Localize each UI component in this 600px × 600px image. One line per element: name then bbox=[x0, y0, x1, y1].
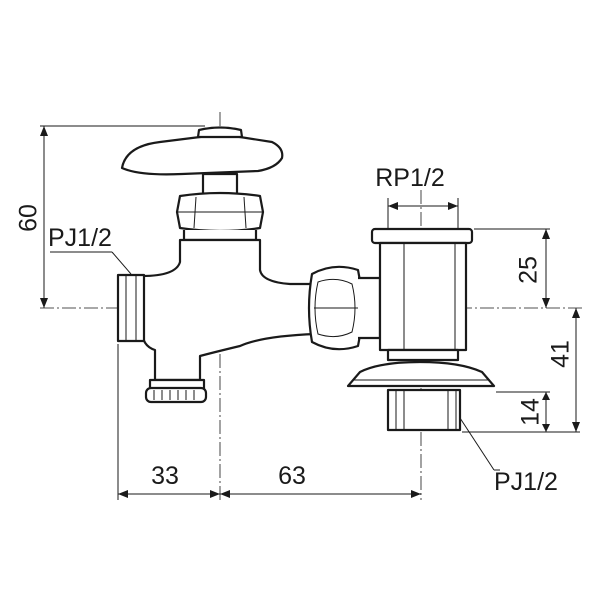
outlet-body bbox=[346, 227, 496, 432]
dim-axis-to-bottom-label: 41 bbox=[547, 340, 575, 368]
dim-valve-to-outlet-label: 63 bbox=[278, 462, 306, 490]
dim-top-to-axis bbox=[474, 228, 550, 308]
inlet-bottom-leader bbox=[459, 417, 500, 471]
dim-bottom-thread bbox=[496, 391, 550, 432]
dim-left-to-valve-label: 33 bbox=[151, 462, 179, 490]
dim-bottom-horizontal bbox=[117, 344, 421, 500]
valve-body bbox=[116, 126, 318, 404]
dim-height-total bbox=[40, 125, 205, 308]
dim-outlet-width bbox=[387, 198, 459, 228]
dim-axis-to-bottom bbox=[462, 308, 580, 433]
dim-height-total-label: 60 bbox=[15, 204, 43, 232]
union-nut bbox=[307, 265, 382, 351]
inlet-left-leader bbox=[50, 251, 132, 275]
outlet-top-label: RP1/2 bbox=[375, 164, 444, 192]
inlet-bottom-label: PJ1/2 bbox=[494, 468, 558, 496]
dim-top-to-axis-label: 25 bbox=[515, 256, 543, 284]
dim-bottom-thread-label: 14 bbox=[517, 398, 545, 426]
inlet-left-label: PJ1/2 bbox=[48, 224, 112, 252]
